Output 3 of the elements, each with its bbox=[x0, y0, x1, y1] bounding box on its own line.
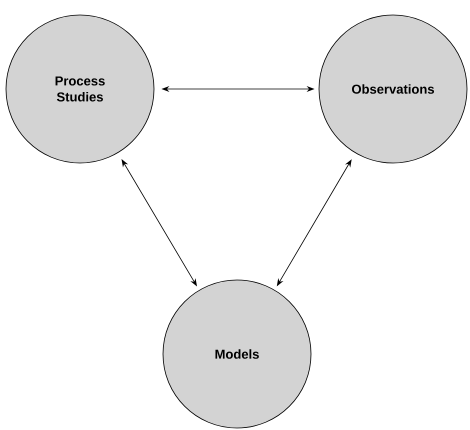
circle-node: Observations bbox=[318, 14, 468, 164]
circle-node: Process Studies bbox=[6, 14, 154, 164]
circle-node: Models bbox=[162, 280, 312, 428]
